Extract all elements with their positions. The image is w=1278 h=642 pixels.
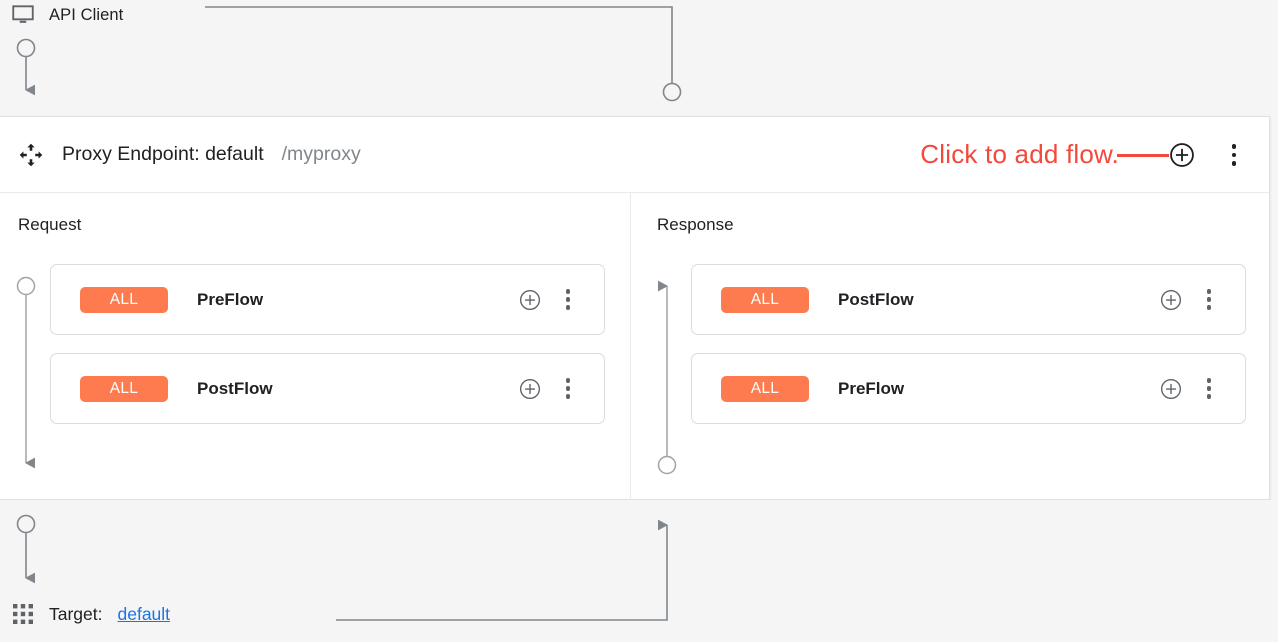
flow-name-label: PreFlow — [838, 378, 905, 398]
flow-name-label: PreFlow — [197, 289, 264, 309]
flow-more-vert-icon[interactable] — [558, 289, 578, 311]
flow-card[interactable]: ALL PostFlow — [50, 353, 605, 424]
annotation-pointer-line — [1117, 153, 1169, 157]
add-flow-annotation: Click to add flow. — [920, 138, 1119, 169]
flow-condition-badge: ALL — [721, 286, 809, 313]
add-flow-plus-circle-icon[interactable] — [1169, 142, 1195, 168]
flow-name-label: PostFlow — [838, 289, 914, 309]
api-client-label: API Client — [49, 5, 124, 24]
move-icon[interactable] — [18, 142, 44, 168]
flow-card[interactable]: ALL PreFlow — [691, 353, 1246, 424]
flow-card[interactable]: ALL PostFlow — [691, 264, 1246, 335]
flow-more-vert-icon[interactable] — [1199, 378, 1219, 400]
apps-grid-icon[interactable] — [12, 603, 34, 625]
proxy-endpoint-header: Proxy Endpoint: default /myproxy Click t… — [0, 117, 1269, 193]
endpoint-more-vert-icon[interactable] — [1222, 142, 1246, 168]
flow-card-actions — [1160, 265, 1245, 334]
add-policy-plus-circle-icon[interactable] — [1160, 289, 1182, 311]
flow-more-vert-icon[interactable] — [1199, 289, 1219, 311]
response-flow-list: ALL PostFlow ALL PreFlow — [691, 264, 1246, 442]
api-client-node[interactable]: API Client — [10, 2, 123, 28]
flow-condition-badge: ALL — [80, 286, 168, 313]
proxy-endpoint-panel: Proxy Endpoint: default /myproxy Click t… — [0, 116, 1270, 500]
add-policy-plus-circle-icon[interactable] — [519, 289, 541, 311]
add-policy-plus-circle-icon[interactable] — [1160, 378, 1182, 400]
flow-card-actions — [519, 265, 604, 334]
flow-card-actions — [1160, 354, 1245, 423]
flow-card-actions — [519, 354, 604, 423]
request-flow-list: ALL PreFlow ALL PostFlow — [50, 264, 605, 442]
add-policy-plus-circle-icon[interactable] — [519, 378, 541, 400]
target-node: Target: default — [12, 603, 170, 625]
request-column-title: Request — [18, 215, 82, 234]
monitor-icon — [12, 5, 34, 23]
flow-name-label: PostFlow — [197, 378, 273, 398]
target-label: Target: — [49, 603, 103, 624]
flow-card[interactable]: ALL PreFlow — [50, 264, 605, 335]
flow-condition-badge: ALL — [721, 375, 809, 402]
request-column: Request ALL PreFlow — [0, 193, 631, 500]
flow-columns: Request ALL PreFlow — [0, 193, 1269, 500]
proxy-endpoint-path: /myproxy — [281, 143, 361, 165]
api-client-band: API Client — [0, 0, 1278, 116]
proxy-endpoint-title: Proxy Endpoint: default — [62, 143, 264, 165]
target-default-link[interactable]: default — [117, 603, 171, 624]
target-band — [0, 500, 1278, 642]
response-column-title: Response — [657, 215, 734, 234]
flow-more-vert-icon[interactable] — [558, 378, 578, 400]
response-column: Response ALL PostFlow — [631, 193, 1269, 500]
flow-condition-badge: ALL — [80, 375, 168, 402]
header-actions: Click to add flow. — [920, 117, 1269, 193]
